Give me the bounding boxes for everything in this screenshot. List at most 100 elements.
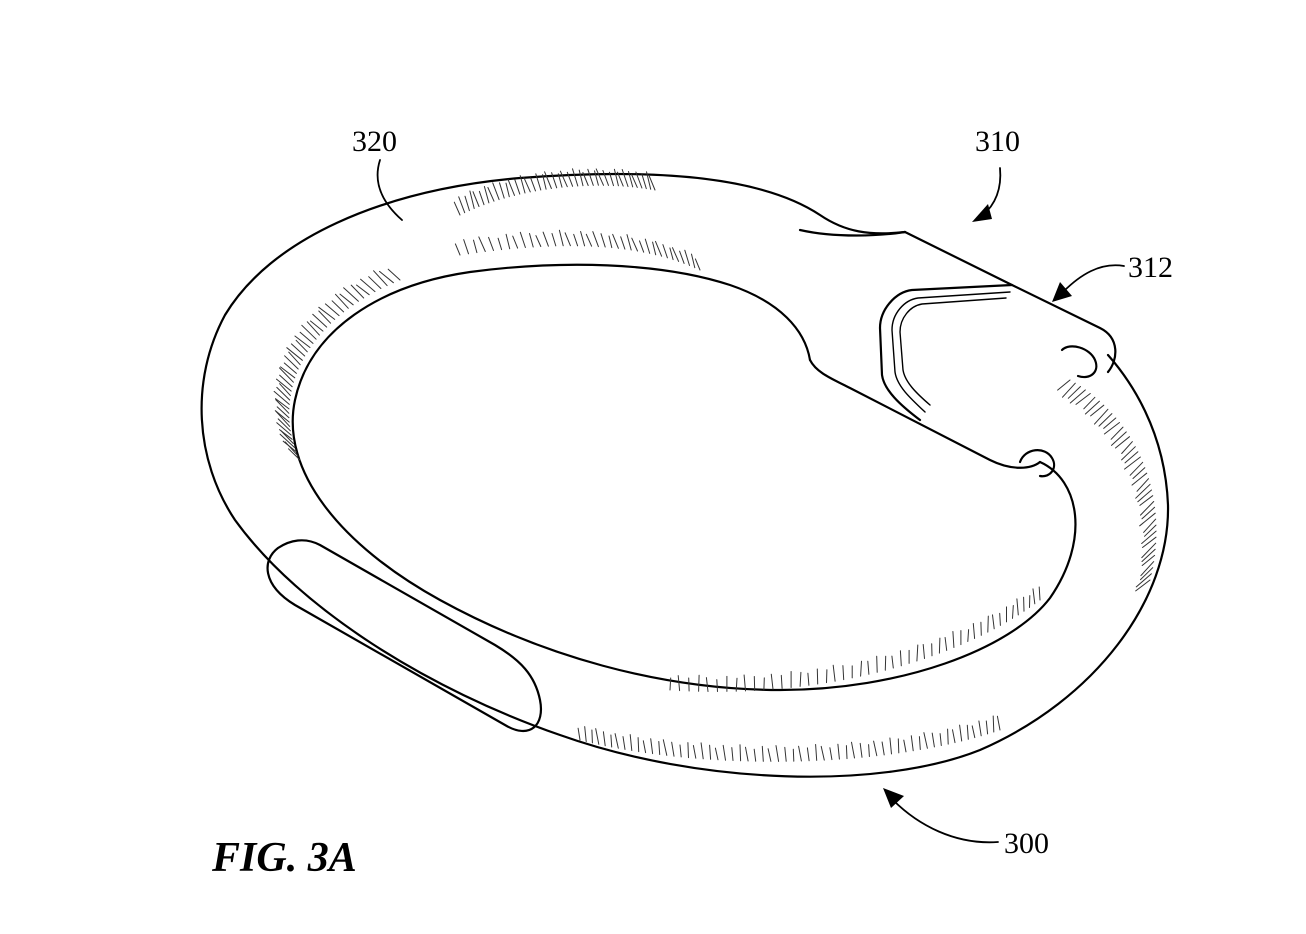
hatch-tick [488,236,494,251]
hatch-tick [602,731,606,747]
hatch-tick [798,745,802,762]
hatch-tick [876,655,878,673]
hatch-tick [497,237,503,251]
leader-312 [1062,264,1125,293]
hatch-tick [573,233,579,247]
hatch-tick [770,673,774,690]
hatch-tick [999,612,1001,626]
hatch-tick [464,195,470,212]
connector-side-face [798,228,907,237]
hatch-tick [608,171,614,187]
hatch-tick [507,179,515,196]
hatch-tick [487,187,495,202]
hatch-tick [837,743,840,760]
hatch-tick [373,270,388,287]
hatch-tick [472,191,480,207]
hatch-tick [290,343,306,357]
surface-hatching [273,168,1157,762]
hatch-tick [559,170,568,188]
hatch-tick [897,738,900,754]
hatch-tick [691,253,696,269]
hatch-tick [360,278,376,293]
hatch-tick [288,351,301,366]
hatch-tick [985,720,989,735]
hatch-tick [679,744,682,758]
hatch-tick [578,169,584,187]
hatch-tick [947,728,949,745]
hatch-tick [671,741,675,757]
hatch-tick [867,660,870,675]
hatch-tick [899,650,902,667]
hatch-tick [279,429,293,440]
figure-caption: FIG. 3A [211,835,357,881]
hatch-tick [324,303,340,317]
hatch-tick [591,729,593,744]
hatch-tick [620,236,626,250]
hatch-tick [1124,451,1139,464]
hatch-tick [542,231,549,247]
hatch-tick [608,235,613,249]
hatch-tick [662,244,668,259]
hatch-tick [687,742,689,759]
hatch-tick [743,674,746,692]
connector-top-face [903,230,1117,374]
hatch-tick [881,741,885,756]
hatch-tick [306,321,320,336]
hatch-tick [1094,408,1109,425]
hatch-tick [705,677,709,692]
hatch-tick [275,411,291,427]
hatch-tick [294,335,311,348]
hatch-tick [350,284,365,299]
hatch-tick [473,239,478,254]
ref-label-320: 320 [352,125,397,158]
hatch-tick [1075,393,1091,405]
hatch-tick [529,233,534,248]
hatch-tick [621,169,629,187]
hatch-tick [698,674,700,692]
hatch-tick [1141,554,1156,566]
hatch-tick [299,331,314,344]
hatch-tick [700,742,704,760]
hatch-tick [889,737,892,755]
hatch-tick [356,284,370,296]
hatch-tick [612,233,619,249]
hatch-tick [842,665,845,681]
hatch-tick [631,237,638,252]
hatch-tick [992,614,995,630]
hatch-tick [799,671,802,687]
hatch-tick [542,174,547,190]
hatch-tick [530,177,536,192]
hatch-tick [669,677,672,691]
hatch-tick [845,745,848,760]
hatch-tick [274,410,290,423]
hatch-tick [952,729,956,744]
ref-label-312: 312 [1128,251,1173,284]
hatch-tick [1141,506,1156,520]
hatch-tick [617,171,624,187]
hatch-tick [331,300,345,313]
hatch-tick [635,171,643,189]
hatch-tick [478,190,485,206]
ref-320: 320 [352,125,403,221]
hatch-tick [815,744,818,761]
hatch-tick [967,629,970,642]
lower-hook-slot [1018,449,1056,478]
hatch-tick [1121,441,1133,454]
hatch-tick [971,725,976,739]
upper-hook-slot [1060,345,1098,379]
hatch-tick [780,674,783,689]
hatch-tick [276,386,291,401]
hatch-tick [483,186,490,204]
hatch-tick [379,270,394,284]
hatch-tick [463,239,469,255]
ref-label-310: 310 [975,125,1020,158]
hatch-tick [903,739,907,753]
hatch-tick [557,173,563,188]
hatch-tick [614,733,619,749]
hatch-tick [1139,512,1156,527]
hatch-tick [684,249,690,266]
hatch-tick [996,715,1001,731]
hatch-tick [891,655,894,669]
hatch-tick [499,182,505,199]
hatch-tick [1098,413,1113,427]
